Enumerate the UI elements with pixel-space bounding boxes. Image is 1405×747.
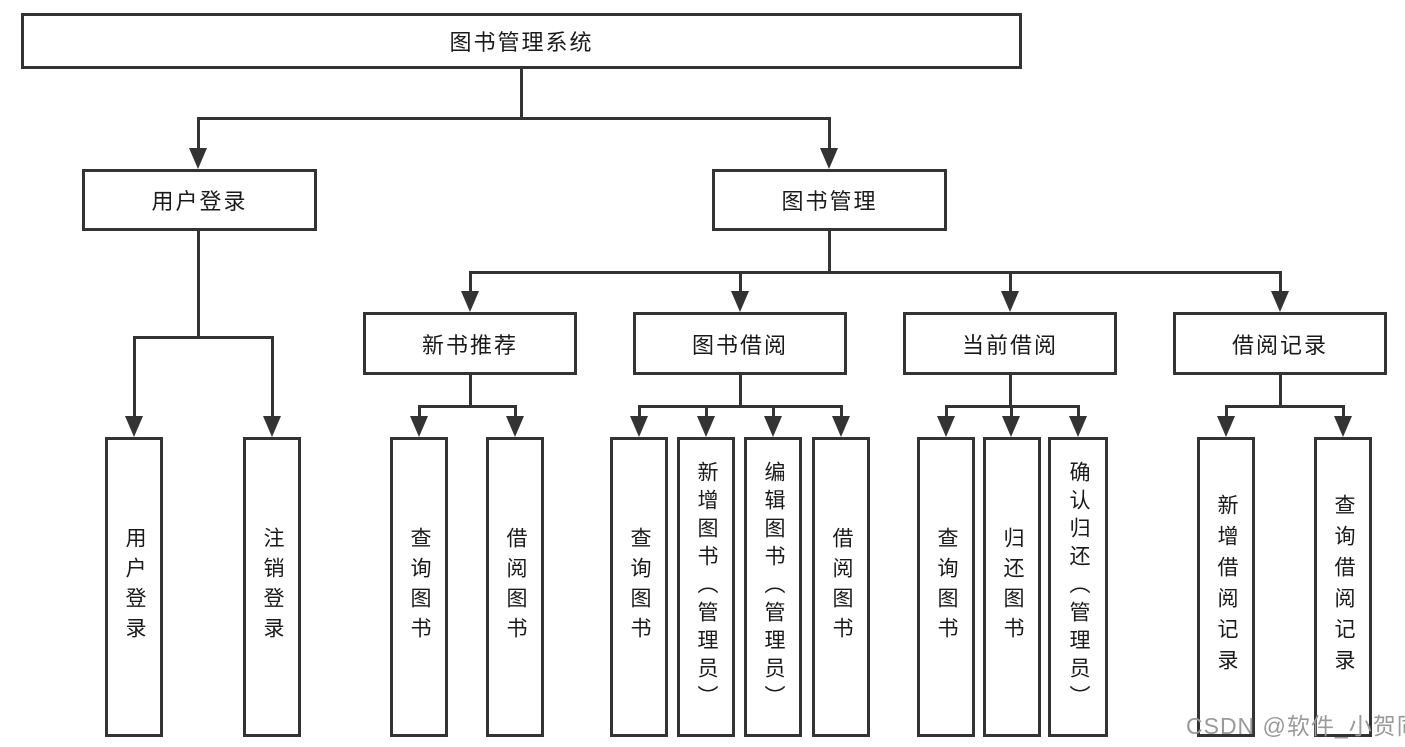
- node-query-borrow-record: 查询借阅记录: [1314, 437, 1372, 737]
- arrow-down-icon: [764, 416, 782, 437]
- node-borrow-books-borrowing: 借阅图书: [812, 437, 870, 737]
- connector-line: [1342, 405, 1345, 418]
- connector-line: [1010, 405, 1013, 418]
- node-label: 新增图书（管理员）: [695, 461, 718, 713]
- connector-line: [418, 405, 517, 408]
- node-book-management: 图书管理: [712, 169, 947, 231]
- node-label: 借阅图书: [504, 527, 527, 647]
- arrow-down-icon: [820, 148, 838, 169]
- arrow-down-icon: [125, 416, 143, 437]
- connector-line: [197, 117, 831, 120]
- connector-line: [739, 375, 742, 408]
- connector-line: [1225, 405, 1345, 408]
- node-label: 借阅图书: [830, 527, 853, 647]
- node-return-books: 归还图书: [983, 437, 1041, 737]
- node-label: 注销登录: [261, 527, 284, 647]
- node-label: 编辑图书（管理员）: [762, 461, 785, 713]
- node-edit-books-admin: 编辑图书（管理员）: [744, 437, 802, 737]
- node-label: 图书管理: [781, 189, 878, 214]
- node-confirm-return-admin: 确认归还（管理员）: [1048, 437, 1108, 737]
- node-add-borrow-record: 新增借阅记录: [1197, 437, 1255, 737]
- connector-line: [772, 405, 775, 418]
- connector-line: [1009, 375, 1012, 408]
- arrow-down-icon: [1001, 291, 1019, 312]
- node-user-login-leaf: 用户登录: [105, 437, 163, 737]
- connector-line: [520, 69, 523, 119]
- connector-line: [739, 271, 742, 293]
- connector-line: [1009, 271, 1012, 293]
- arrow-down-icon: [506, 416, 524, 437]
- arrow-down-icon: [832, 416, 850, 437]
- connector-line: [945, 405, 948, 418]
- node-label: 查询借阅记录: [1332, 494, 1355, 680]
- node-library-management-system: 图书管理系统: [21, 13, 1022, 69]
- connector-line: [840, 405, 843, 418]
- node-new-book-recommend: 新书推荐: [363, 312, 577, 375]
- node-borrow-records: 借阅记录: [1173, 312, 1387, 375]
- arrow-down-icon: [410, 416, 428, 437]
- arrow-down-icon: [1002, 416, 1020, 437]
- node-query-books-current: 查询图书: [917, 437, 975, 737]
- connector-line: [828, 117, 831, 150]
- arrow-down-icon: [189, 148, 207, 169]
- node-label: 新书推荐: [421, 332, 518, 358]
- node-label: 借阅记录: [1231, 332, 1328, 358]
- connector-line: [1279, 271, 1282, 293]
- connector-line: [705, 405, 708, 418]
- csdn-watermark: CSDN @软件_小贺同学: [1186, 713, 1405, 739]
- node-query-books-recommend: 查询图书: [390, 437, 448, 737]
- arrow-down-icon: [937, 416, 955, 437]
- arrow-down-icon: [263, 416, 281, 437]
- arrow-down-icon: [1217, 416, 1235, 437]
- connector-line: [197, 231, 200, 339]
- connector-line: [271, 336, 274, 418]
- connector-line: [514, 405, 517, 418]
- connector-line: [469, 271, 1282, 274]
- connector-line: [197, 117, 200, 150]
- connector-line: [469, 375, 472, 408]
- connector-line: [638, 405, 843, 408]
- node-label: 确认归还（管理员）: [1067, 461, 1090, 713]
- node-label: 查询图书: [935, 527, 958, 647]
- connector-line: [1225, 405, 1228, 418]
- node-label: 图书管理系统: [449, 30, 594, 55]
- node-borrow-books-recommend: 借阅图书: [486, 437, 544, 737]
- node-add-books-admin: 新增图书（管理员）: [677, 437, 735, 737]
- connector-line: [638, 405, 641, 418]
- arrow-down-icon: [630, 416, 648, 437]
- node-user-login: 用户登录: [82, 169, 317, 231]
- connector-line: [133, 336, 136, 418]
- node-book-borrowing: 图书借阅: [633, 312, 847, 375]
- connector-line: [1077, 405, 1080, 418]
- arrow-down-icon: [697, 416, 715, 437]
- node-label: 用户登录: [123, 527, 146, 647]
- connector-line: [418, 405, 421, 418]
- node-label: 归还图书: [1001, 527, 1024, 647]
- connector-line: [469, 271, 472, 293]
- node-logout-leaf: 注销登录: [243, 437, 301, 737]
- node-current-borrowing: 当前借阅: [903, 312, 1117, 375]
- arrow-down-icon: [1334, 416, 1352, 437]
- node-label: 查询图书: [408, 527, 431, 647]
- node-label: 新增借阅记录: [1215, 494, 1238, 680]
- arrow-down-icon: [1271, 291, 1289, 312]
- node-label: 查询图书: [628, 527, 651, 647]
- arrow-down-icon: [1069, 416, 1087, 437]
- connector-line: [133, 336, 274, 339]
- connector-line: [828, 231, 831, 274]
- node-query-books-borrowing: 查询图书: [610, 437, 668, 737]
- node-label: 用户登录: [151, 189, 248, 214]
- arrow-down-icon: [461, 291, 479, 312]
- connector-line: [1279, 375, 1282, 408]
- node-label: 当前借阅: [961, 332, 1058, 358]
- node-label: 图书借阅: [691, 332, 788, 358]
- arrow-down-icon: [731, 291, 749, 312]
